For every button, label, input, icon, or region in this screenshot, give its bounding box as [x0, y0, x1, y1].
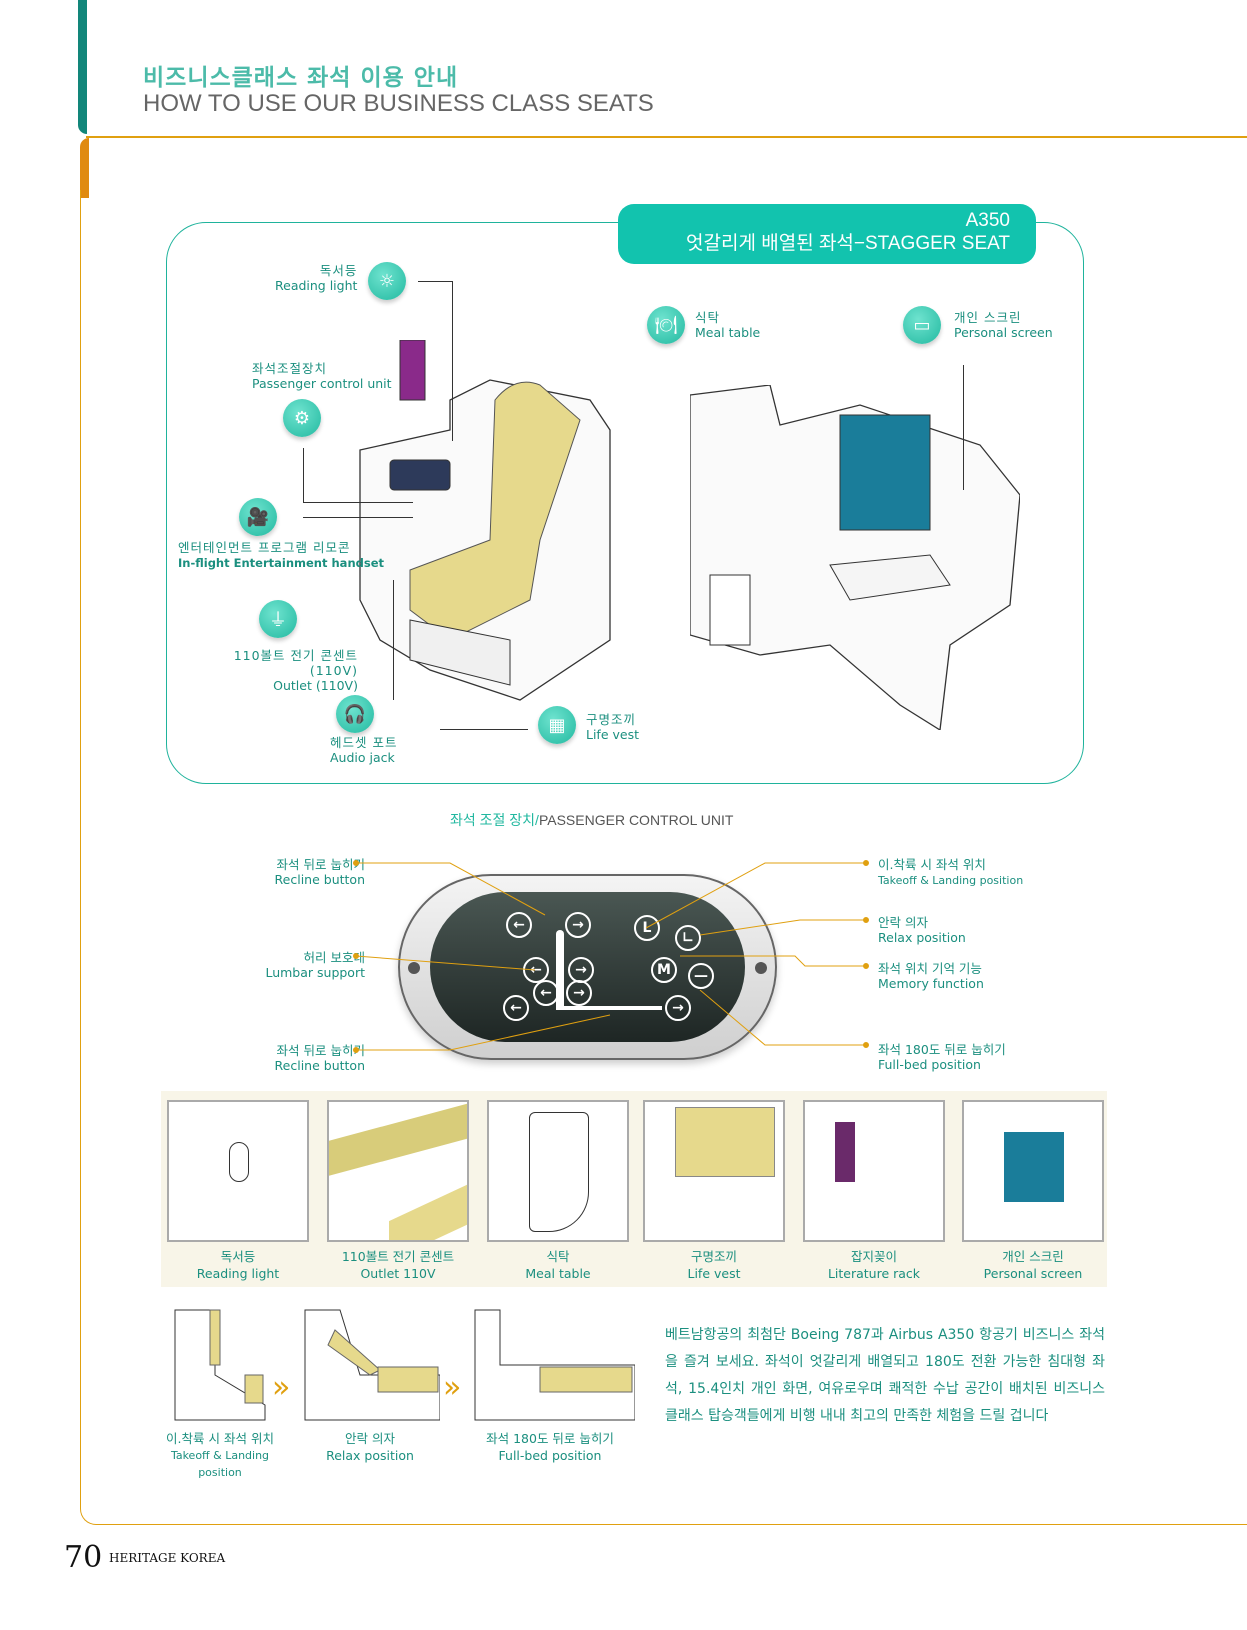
lumbar-up-back-button[interactable]: ←	[523, 957, 549, 983]
meal-icon: 🍽	[647, 306, 685, 344]
badge-model: A350	[965, 210, 1010, 231]
thumbnail-outlet	[327, 1100, 469, 1242]
thumbnail-meal-table	[487, 1100, 629, 1242]
legrest-forward-button[interactable]: →	[665, 995, 691, 1021]
leader-line	[418, 281, 453, 282]
lumbar-down-forward-button[interactable]: →	[566, 980, 592, 1006]
thumbnail-personal-screen	[962, 1100, 1104, 1242]
leader-line	[452, 281, 453, 441]
remote-icon: 🎥	[239, 498, 277, 536]
seat-position-relax	[304, 1309, 440, 1421]
recline-back-button[interactable]: ←	[506, 912, 532, 938]
seat-symbol-base	[556, 1006, 662, 1010]
page-number: 70	[64, 1540, 103, 1575]
leader-line	[440, 729, 528, 730]
teal-accent-bar	[78, 0, 87, 134]
thumbnail-strip	[161, 1091, 1107, 1287]
seat-illustration-right	[690, 385, 1020, 730]
life-vest-icon: ▦	[538, 706, 576, 744]
page-title-en: HOW TO USE OUR BUSINESS CLASS SEATS	[143, 90, 654, 117]
leader-line	[303, 517, 413, 518]
legrest-back-button[interactable]: ←	[503, 995, 529, 1021]
orange-accent-bar	[80, 138, 89, 198]
control-unit-title: 좌석 조절 장치/PASSENGER CONTROL UNIT	[450, 812, 734, 828]
thumbnail-reading-light	[167, 1100, 309, 1242]
thumbnail-literature-rack	[803, 1100, 945, 1242]
leader-line	[303, 502, 413, 503]
magazine-name: HERITAGE KOREA	[109, 1551, 226, 1565]
headphones-icon: 🎧	[336, 695, 374, 733]
leader-line	[393, 580, 394, 700]
memory-button[interactable]: M	[651, 957, 677, 983]
a350-badge: A350 엇갈리게 배열된 좌석−STAGGER SEAT	[618, 204, 1036, 264]
recline-forward-button[interactable]: →	[565, 912, 591, 938]
label-outlet: 110볼트 전기 콘센트 (110V)Outlet (110V)	[233, 648, 358, 693]
leader-line	[303, 448, 304, 502]
relax-button[interactable]: ∟	[675, 925, 701, 951]
gear-icon: ⚙	[283, 399, 321, 437]
callout-leader-lines	[353, 860, 869, 1053]
seat-position-takeoff	[174, 1309, 266, 1421]
outlet-icon: ⏚	[259, 600, 297, 638]
lightbulb-icon: ☼	[368, 262, 406, 300]
screen-icon: ▭	[903, 306, 941, 344]
seat-illustration-left	[359, 340, 611, 701]
intro-paragraph: 베트남항공의 최첨단 Boeing 787과 Airbus A350 항공기 비…	[665, 1327, 1105, 1424]
leader-line	[963, 365, 964, 490]
control-panel	[398, 874, 777, 1060]
full-bed-button[interactable]: —	[688, 963, 714, 989]
seat-position-fullbed	[474, 1309, 635, 1421]
seat-symbol	[556, 930, 564, 1010]
badge-subtitle: 엇갈리게 배열된 좌석−STAGGER SEAT	[686, 233, 1010, 254]
thumbnail-life-vest	[643, 1100, 785, 1242]
header-divider	[86, 136, 1247, 138]
page-frame	[80, 190, 1247, 1525]
chevron-arrow: »	[443, 1370, 462, 1405]
page-title-ko: 비즈니스클래스 좌석 이용 안내	[143, 65, 459, 91]
chevron-arrow: »	[272, 1370, 291, 1405]
